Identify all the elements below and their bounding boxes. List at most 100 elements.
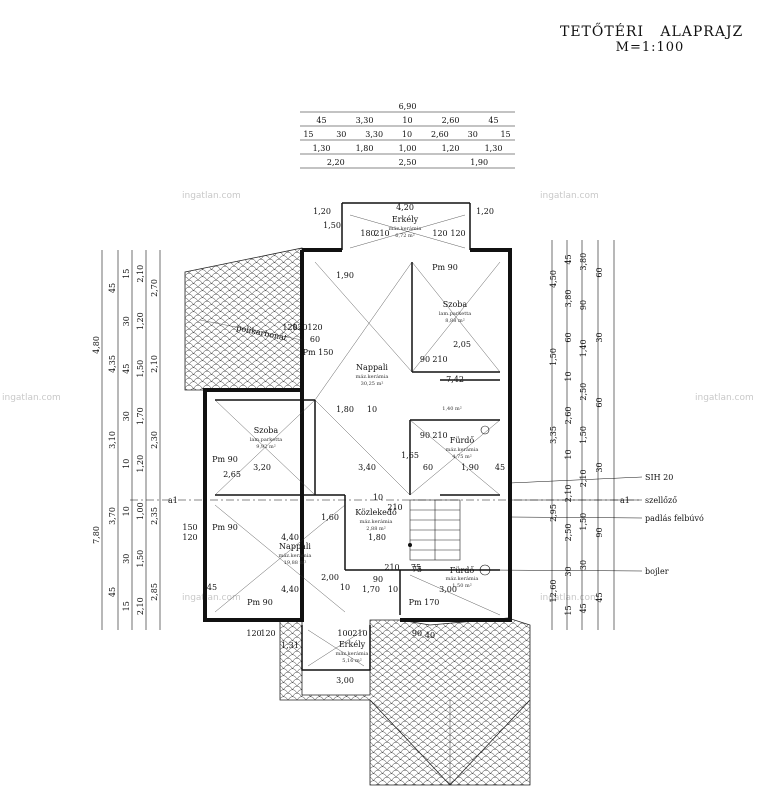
dimension-text: 15 — [122, 269, 131, 279]
dimension-text: 1,40 — [579, 339, 588, 357]
room-name: Szoba — [443, 300, 468, 309]
dimension-text: 2,10 — [579, 469, 588, 487]
room-name: Közlekedő — [355, 508, 397, 517]
dimension-text: 30 — [595, 462, 604, 472]
room-finish: máz.kerámia — [446, 446, 479, 453]
room-finish: máz.kerámia — [356, 373, 389, 380]
room-area: 1,40 m² — [442, 406, 461, 412]
dimension-text: 210 — [387, 503, 402, 512]
dimension-text: 10 — [367, 405, 377, 414]
room-area: 1,50 m² — [452, 583, 471, 589]
room-labels: Erkély máz.kerámia 6,72 m² Szoba lam.par… — [250, 215, 479, 664]
dimension-text: 2,85 — [150, 583, 159, 601]
dimension-text: 210 — [432, 355, 447, 364]
dimension-text: Pm 150 — [303, 348, 334, 357]
dimension-text: 3,80 — [564, 290, 573, 308]
dimension-text: 2,50 — [399, 158, 417, 167]
dimension-text: 1,80 — [336, 405, 354, 414]
boiler-label: bojler — [645, 567, 669, 576]
dimension-text: 2,60 — [431, 130, 449, 139]
room-area: 2,88 m² — [366, 526, 385, 532]
room-area: 4,75 m² — [452, 454, 471, 460]
title-scale: M=1:100 — [615, 40, 685, 55]
dimension-text: 120 — [282, 323, 297, 332]
sih-label: SIH 20 — [645, 473, 673, 482]
dimension-text: 15 — [564, 605, 573, 615]
dimension-text: 120 — [260, 629, 275, 638]
dimension-text: 3,40 — [358, 463, 376, 472]
dimension-text: 1,50 — [323, 221, 341, 230]
room-area: 6,72 m² — [395, 233, 414, 239]
room-area: 9,92 m² — [256, 444, 275, 450]
dimension-text: 4,80 — [92, 336, 101, 354]
dimension-text: 2,10 — [136, 597, 145, 615]
dimension-text: 10 — [122, 459, 131, 469]
watermark: ingatlan.com — [2, 393, 61, 403]
dimension-text: 10 — [402, 130, 412, 139]
dimension-text: 1,30 — [485, 144, 503, 153]
dimension-text: 2,10 — [150, 355, 159, 373]
dimension-text: 2,70 — [150, 279, 159, 297]
room-area: 19,88 m² — [284, 560, 307, 566]
dimension-text: 1,00 — [136, 502, 145, 520]
dimension-text: Pm 90 — [432, 263, 458, 272]
room-area: 30,25 m² — [361, 381, 384, 387]
title-line1: TETŐTÉRI ALAPRAJZ — [560, 24, 744, 40]
dimension-text: 7,42 — [446, 375, 464, 384]
dimension-text: 120 — [292, 323, 307, 332]
dimension-text: 90 — [420, 355, 430, 364]
dimension-text: Pm 90 — [212, 523, 238, 532]
room-name: Fürdő — [450, 436, 475, 445]
room-finish: máz.kerámia — [279, 552, 312, 559]
room-diagonals — [199, 214, 501, 667]
dimension-text: 2,65 — [223, 470, 241, 479]
dimension-text: 120 — [307, 323, 322, 332]
room-name: Fürdő — [450, 566, 475, 575]
dimension-text: 1,50 — [579, 426, 588, 444]
dimension-text: 1,90 — [336, 271, 354, 280]
dimension-text: 2,50 — [564, 524, 573, 542]
room-finish: máz.kerámia — [336, 650, 369, 657]
room-name: Erkély — [339, 640, 366, 649]
dimension-text: 45 — [108, 283, 117, 293]
dimension-text: 75 — [412, 565, 422, 574]
dimension-text: 1,60 — [321, 513, 339, 522]
dimension-text: 15 — [303, 130, 313, 139]
dimension-text: 1,90 — [461, 463, 479, 472]
dimension-text: 10 — [388, 585, 398, 594]
dimension-text: 1,90 — [470, 158, 488, 167]
dimension-text: 1,20 — [442, 144, 460, 153]
room-area: 5,16 m² — [342, 658, 361, 664]
room-name: Nappali — [279, 542, 311, 551]
dimension-text: 3,30 — [365, 130, 383, 139]
room-finish: máz.kerámia — [446, 575, 479, 582]
dimension-text: 2,10 — [564, 485, 573, 503]
attic-hatch-label: padlás felbúvó — [645, 514, 704, 523]
dimension-text: 3,80 — [579, 253, 588, 271]
dimension-text: 2,60 — [564, 407, 573, 425]
dimension-text: 4,40 — [281, 585, 299, 594]
dimension-text: 1,80 — [356, 144, 374, 153]
dimension-text: 210 — [384, 563, 399, 572]
vent-label: szellőző — [645, 496, 677, 505]
drawing-title: TETŐTÉRI ALAPRAJZ M=1:100 — [560, 24, 744, 55]
dimension-text: 60 — [423, 463, 433, 472]
dimension-text: 30 — [468, 130, 478, 139]
dimension-text: 10 — [373, 493, 383, 502]
dimension-text: 45 — [488, 116, 498, 125]
dimension-text: 1,20 — [476, 207, 494, 216]
dimension-text: 1,70 — [136, 407, 145, 425]
dimension-text: 2,20 — [327, 158, 345, 167]
dimension-text: 2,35 — [150, 507, 159, 525]
dimension-text: 180 — [360, 229, 375, 238]
dimension-text: 120 — [182, 533, 197, 542]
dimension-text: 1,20 — [136, 312, 145, 330]
dimension-text: 10 — [564, 449, 573, 459]
room-finish: máz.kerámia — [360, 518, 393, 525]
dimension-text: 1,50 — [579, 513, 588, 531]
dimension-text: 4,20 — [396, 203, 414, 212]
inner-walls — [215, 262, 500, 615]
dimension-text: 2,60 — [442, 116, 460, 125]
staircase — [409, 499, 461, 561]
